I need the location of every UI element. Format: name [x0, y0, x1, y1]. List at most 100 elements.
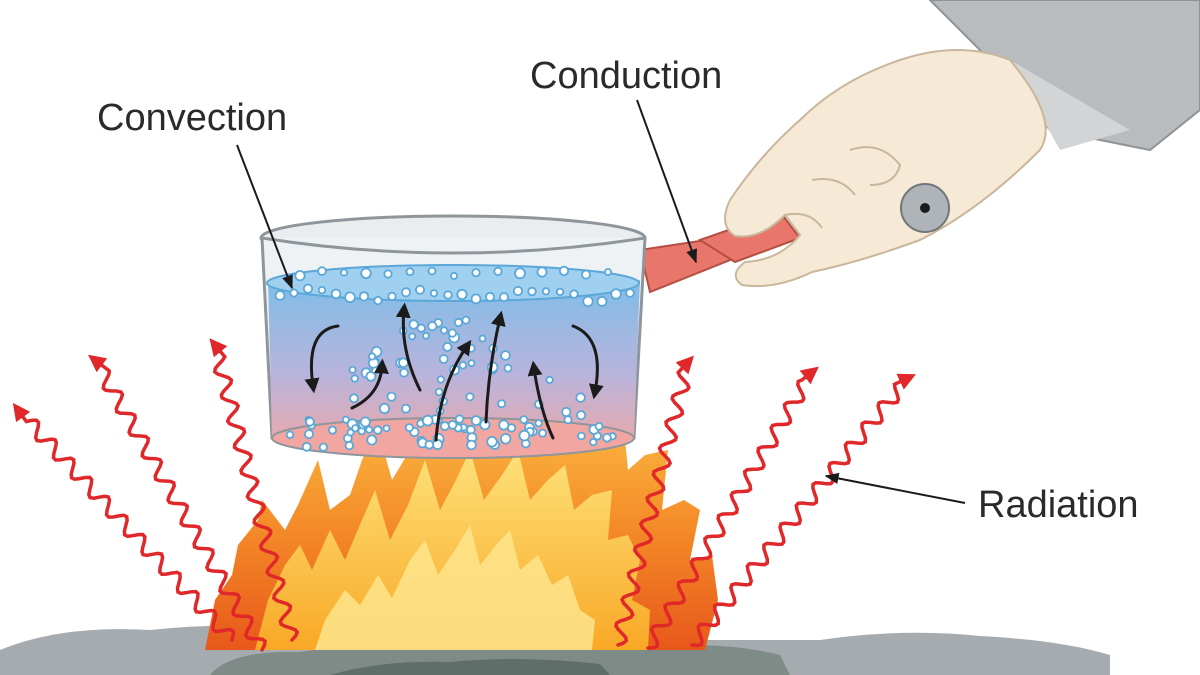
- bubble: [470, 415, 482, 427]
- bubble: [545, 375, 554, 384]
- radiation-wave-1: [12, 402, 236, 642]
- bubble: [478, 334, 487, 343]
- bubble: [360, 267, 372, 280]
- bubble: [581, 269, 592, 280]
- bubble: [582, 295, 594, 308]
- bubble: [359, 416, 371, 428]
- bubble: [370, 366, 380, 375]
- saucepan-icon: [259, 210, 802, 459]
- bubble: [500, 433, 512, 445]
- bubble: [405, 267, 415, 277]
- bubble: [467, 359, 476, 368]
- bubble: [358, 291, 370, 302]
- bubble: [346, 428, 355, 437]
- radiation-label: Radiation: [978, 484, 1139, 526]
- convection-current-arrows: [304, 302, 604, 442]
- bubble: [367, 352, 377, 361]
- bubble: [458, 361, 468, 370]
- bubble: [443, 290, 453, 300]
- radiation-wave-5: [646, 366, 819, 650]
- bubble: [610, 288, 622, 300]
- bubble: [555, 287, 565, 297]
- bubble: [512, 285, 524, 297]
- bubble: [400, 403, 411, 414]
- bubble: [434, 387, 444, 397]
- bubble: [351, 424, 360, 433]
- bubble: [373, 295, 383, 306]
- bubble: [383, 269, 393, 279]
- hand-icon: [724, 0, 1200, 288]
- bubble: [558, 265, 570, 276]
- bubble: [442, 341, 453, 352]
- bubble: [602, 432, 612, 443]
- bubble: [386, 391, 397, 402]
- bubble: [596, 295, 608, 307]
- bubble: [536, 266, 548, 278]
- bubble: [339, 268, 349, 277]
- bubble: [454, 414, 465, 424]
- bubble: [421, 414, 434, 427]
- bubble: [289, 288, 299, 298]
- bubble: [424, 439, 435, 450]
- bubble: [449, 271, 458, 280]
- radiation-wave-3: [209, 338, 300, 642]
- bubble: [498, 419, 510, 431]
- bubble: [398, 357, 409, 369]
- bubble: [327, 425, 337, 435]
- bubble: [470, 293, 482, 305]
- bubble: [527, 286, 537, 297]
- bubble: [500, 350, 511, 361]
- bubble: [534, 419, 543, 428]
- bubble: [538, 428, 547, 438]
- bubble: [569, 289, 579, 299]
- bubble: [330, 288, 342, 300]
- bubble: [575, 392, 586, 403]
- bubble: [366, 434, 378, 446]
- bubble: [503, 363, 513, 373]
- conduction-label: Conduction: [530, 55, 722, 97]
- radiation-waves: [12, 338, 916, 652]
- bubble: [387, 291, 397, 301]
- bubble: [541, 287, 551, 296]
- bubble: [382, 424, 391, 433]
- radiation-wave-2: [88, 354, 267, 652]
- bubble: [344, 440, 355, 451]
- bubble: [561, 406, 572, 418]
- bubble: [408, 319, 419, 330]
- convection-label: Convection: [97, 97, 287, 139]
- conduction-pointer: [636, 99, 697, 264]
- bubble: [304, 416, 315, 427]
- bubble: [365, 425, 374, 434]
- bubble: [447, 328, 457, 338]
- bubble: [399, 367, 410, 378]
- bubble: [317, 286, 327, 295]
- bubble: [302, 283, 314, 294]
- bubble: [429, 289, 439, 298]
- label-pointers: [236, 99, 966, 504]
- bubble: [625, 288, 635, 298]
- bubble: [408, 332, 417, 341]
- bubble: [422, 331, 430, 340]
- bubble: [400, 287, 411, 298]
- bubble: [404, 423, 414, 433]
- bubble: [438, 354, 449, 364]
- bubble: [439, 326, 449, 335]
- radiation-wave-6: [690, 373, 916, 648]
- bubble: [456, 288, 468, 301]
- bubble: [432, 438, 444, 450]
- bubble: [486, 436, 498, 448]
- bubble: [576, 410, 587, 421]
- bubble: [498, 292, 509, 303]
- bubble: [514, 267, 526, 280]
- bubble: [518, 429, 531, 442]
- bubble: [303, 429, 314, 440]
- bubble: [349, 393, 359, 404]
- bubble: [378, 402, 391, 415]
- bubble: [604, 268, 613, 277]
- bubble: [594, 421, 604, 431]
- bubble: [465, 392, 475, 402]
- bubble: [461, 315, 471, 325]
- bubble: [484, 291, 495, 302]
